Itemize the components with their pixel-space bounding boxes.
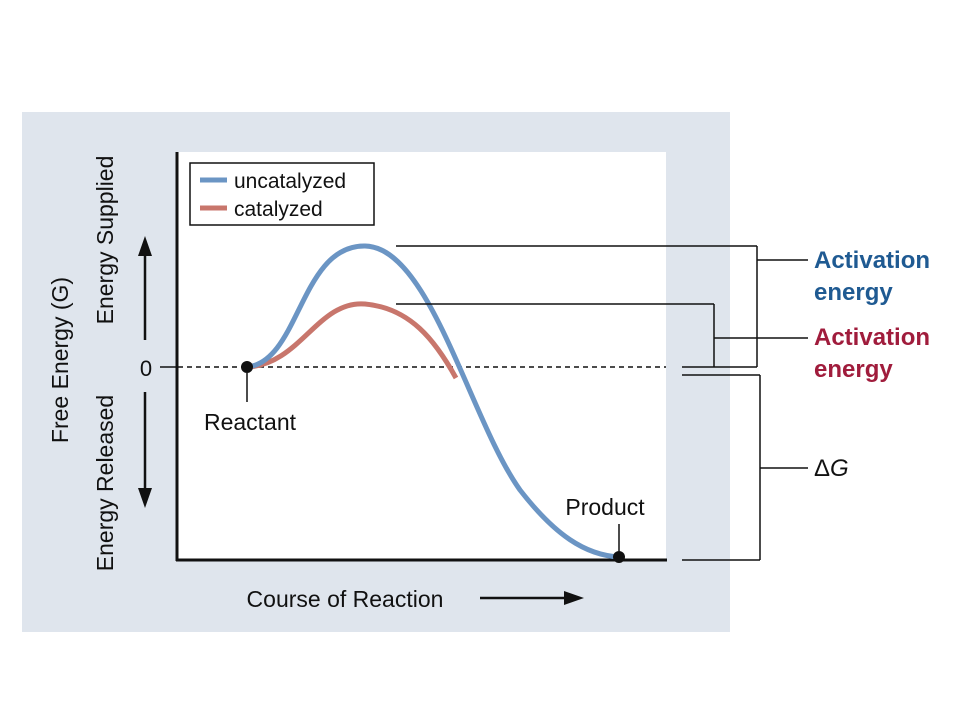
- catalyzed-curve: [246, 301, 459, 380]
- activation-uncatalyzed-line2: energy: [814, 279, 893, 306]
- reactant-point: [241, 361, 253, 373]
- energy-released-arrow-icon: [138, 488, 152, 508]
- delta-symbol: Δ: [814, 455, 830, 482]
- activation-catalyzed-line1: Activation: [814, 324, 930, 351]
- legend-box: [189, 162, 375, 226]
- course-arrow-icon: [564, 591, 584, 605]
- uncatalyzed-curve: [246, 243, 620, 560]
- y-axis-title: Free Energy (G): [47, 277, 73, 443]
- activation-uncatalyzed-line1: Activation: [814, 247, 930, 274]
- legend-label-catalyzed: catalyzed: [234, 198, 323, 221]
- product-point: [613, 551, 625, 563]
- delta-g-letter: G: [830, 455, 849, 482]
- energy-released-label: Energy Released: [92, 395, 118, 571]
- legend-label-uncatalyzed: uncatalyzed: [234, 170, 346, 193]
- zero-tick-label: 0: [140, 356, 152, 381]
- x-axis-title: Course of Reaction: [247, 586, 444, 612]
- delta-g-label: ΔG: [814, 455, 849, 482]
- product-label: Product: [565, 494, 645, 520]
- energy-supplied-arrow-icon: [138, 236, 152, 256]
- energy-supplied-label: Energy Supplied: [92, 156, 118, 325]
- reactant-label: Reactant: [204, 409, 297, 435]
- activation-catalyzed-line2: energy: [814, 356, 893, 383]
